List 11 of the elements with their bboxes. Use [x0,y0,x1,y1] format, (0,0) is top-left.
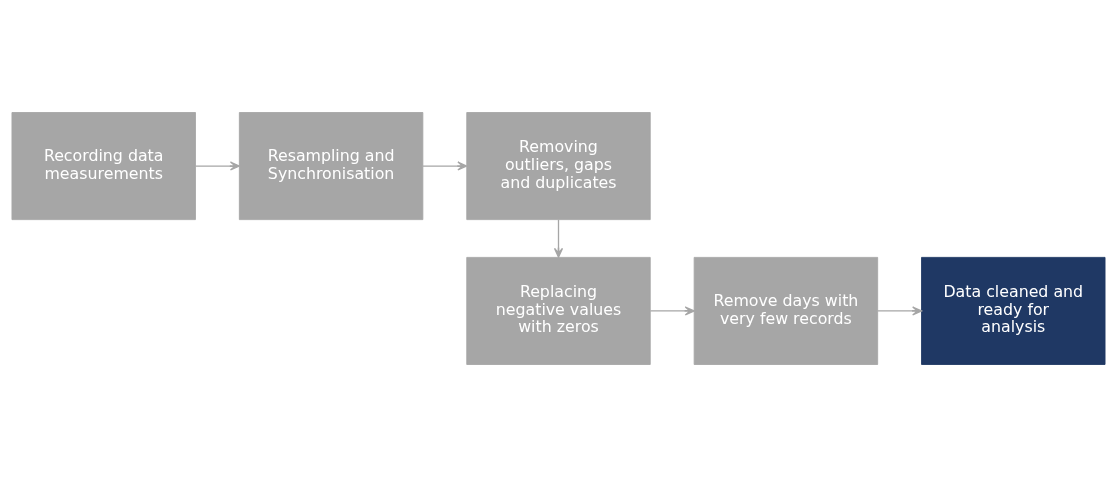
arrow [195,161,240,171]
arrow [553,219,564,258]
arrow [877,306,923,316]
arrow [422,161,468,171]
node-box: Resampling and Synchronisation [238,112,424,221]
arrow [649,306,695,316]
node-box: Recording data measurements [11,112,196,221]
node-box: Replacing negative values with zeros [466,256,651,365]
node-box: Removing outliers, gaps and duplicates [466,112,651,221]
node-box: Data cleaned and ready for analysis [921,256,1106,365]
node-box: Remove days with very few records [693,256,879,365]
